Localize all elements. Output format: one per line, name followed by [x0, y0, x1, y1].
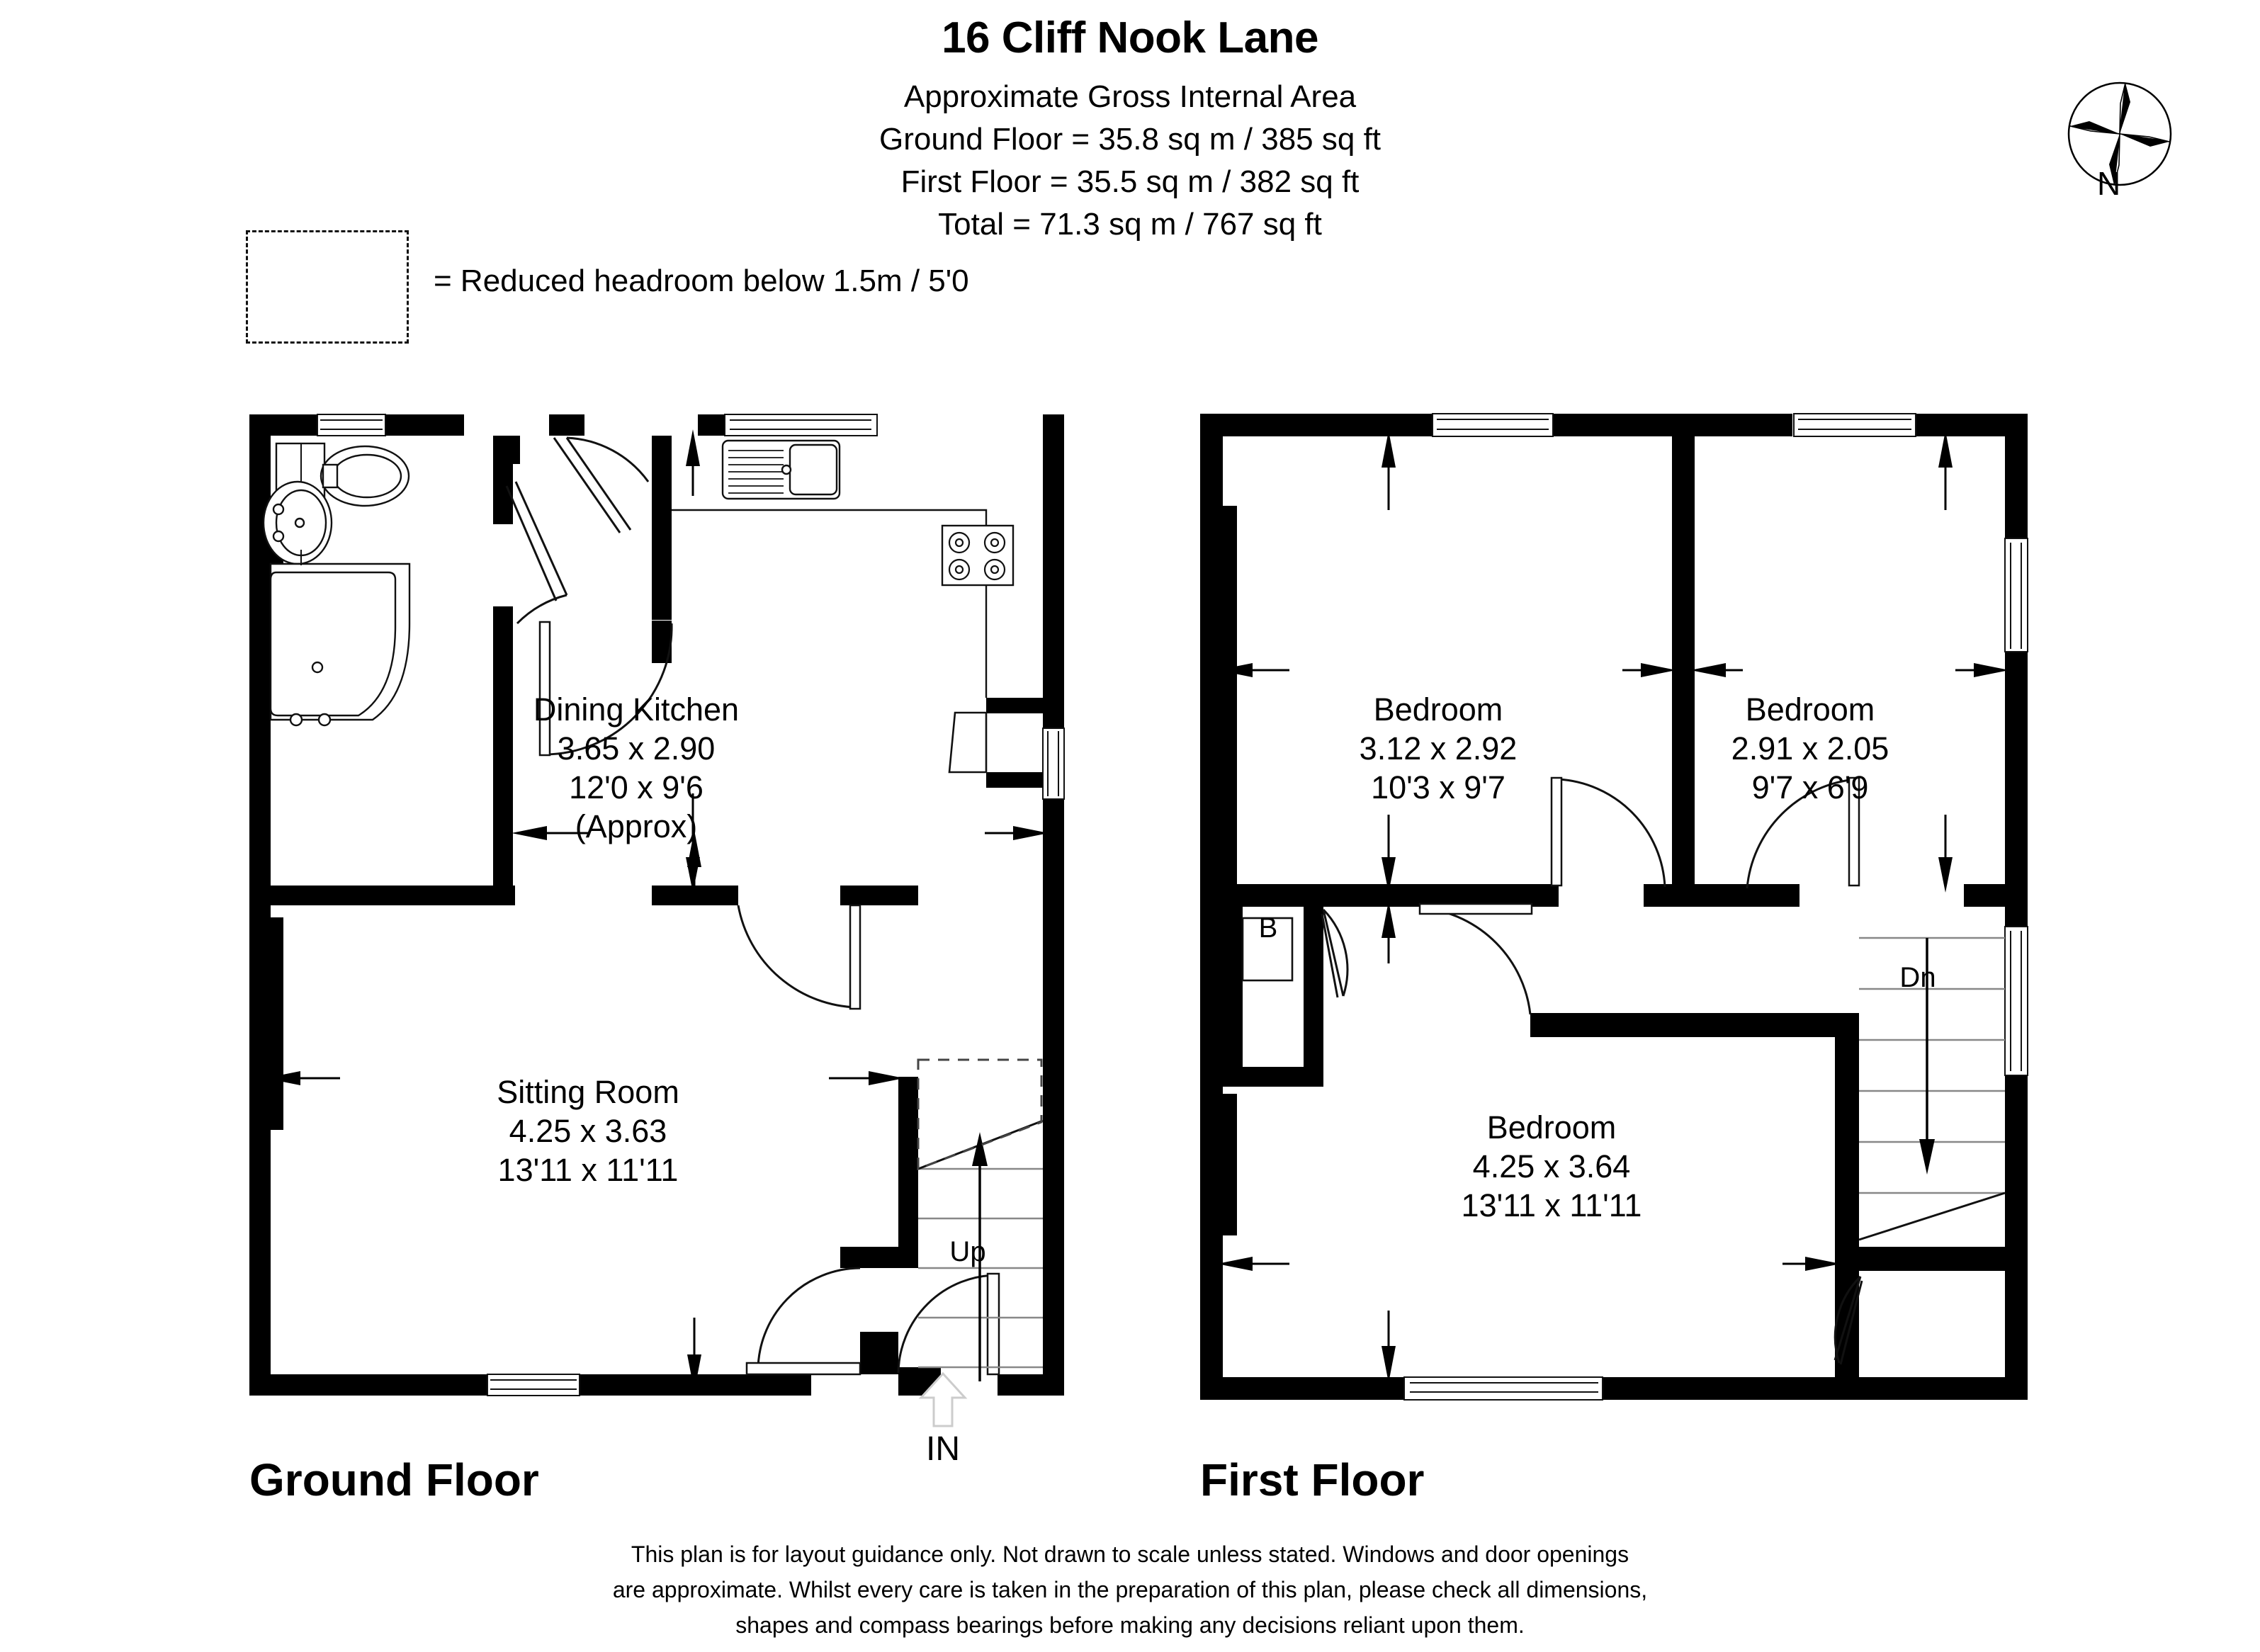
entrance-label: IN	[926, 1430, 960, 1468]
room-name: Bedroom	[1373, 691, 1503, 728]
ground-floor-area: Ground Floor = 35.8 sq m / 385 sq ft	[878, 122, 1382, 157]
room-name: Bedroom	[1745, 691, 1875, 728]
reduced-headroom-label: = Reduced headroom below 1.5m / 5'0	[434, 264, 969, 298]
room-dim-metric: 4.25 x 3.64	[1472, 1148, 1631, 1184]
reduced-headroom-swatch	[246, 230, 409, 344]
room-dim-metric: 4.25 x 3.63	[509, 1112, 667, 1149]
first-floor-title: First Floor	[1200, 1454, 1425, 1505]
room-label-bedroom-1: Bedroom 3.12 x 2.92 10'3 x 9'7	[1360, 691, 1518, 808]
entrance-arrow-icon	[918, 1371, 968, 1427]
room-dim-imperial: 9'7 x 6'9	[1751, 769, 1869, 805]
area-heading: Approximate Gross Internal Area	[903, 79, 1357, 114]
stairs-up-label: Up	[949, 1236, 986, 1267]
room-dim-metric: 3.12 x 2.92	[1359, 730, 1518, 766]
disclaimer-line-2: are approximate. Whilst every care is ta…	[612, 1577, 1648, 1602]
room-label-sitting-room: Sitting Room 4.25 x 3.63 13'11 x 11'11	[497, 1073, 679, 1190]
room-label-bedroom-2: Bedroom 2.91 x 2.05 9'7 x 6'9	[1731, 691, 1889, 808]
ground-floor-plan	[234, 397, 1084, 1417]
room-label-bedroom-3: Bedroom 4.25 x 3.64 13'11 x 11'11	[1462, 1109, 1642, 1226]
ground-floor-title: Ground Floor	[249, 1454, 539, 1505]
room-name: Bedroom	[1486, 1109, 1617, 1145]
room-dim-imperial: 12'0 x 9'6	[569, 769, 704, 805]
compass-north-label: N	[2097, 165, 2121, 202]
compass-rose-icon	[2060, 74, 2180, 194]
boiler-cupboard-label: B	[1258, 912, 1278, 944]
room-dim-note: (Approx)	[575, 808, 698, 844]
first-floor-plan	[1176, 397, 2062, 1417]
room-label-dining-kitchen: Dining Kitchen 3.65 x 2.90 12'0 x 9'6 (A…	[533, 691, 739, 847]
first-floor-area: First Floor = 35.5 sq m / 382 sq ft	[900, 164, 1360, 199]
total-area: Total = 71.3 sq m / 767 sq ft	[938, 207, 1322, 242]
page-title: 16 Cliff Nook Lane	[942, 13, 1318, 62]
room-dim-imperial: 13'11 x 11'11	[1461, 1187, 1642, 1223]
room-name: Sitting Room	[497, 1074, 679, 1110]
stairs-down-label: Dn	[1899, 962, 1936, 993]
room-dim-imperial: 13'11 x 11'11	[497, 1151, 679, 1188]
room-name: Dining Kitchen	[533, 691, 740, 728]
room-dim-metric: 2.91 x 2.05	[1731, 730, 1889, 766]
disclaimer-line-3: shapes and compass bearings before makin…	[735, 1612, 1525, 1638]
disclaimer-line-1: This plan is for layout guidance only. N…	[631, 1541, 1629, 1567]
room-dim-metric: 3.65 x 2.90	[557, 730, 716, 766]
room-dim-imperial: 10'3 x 9'7	[1371, 769, 1505, 805]
